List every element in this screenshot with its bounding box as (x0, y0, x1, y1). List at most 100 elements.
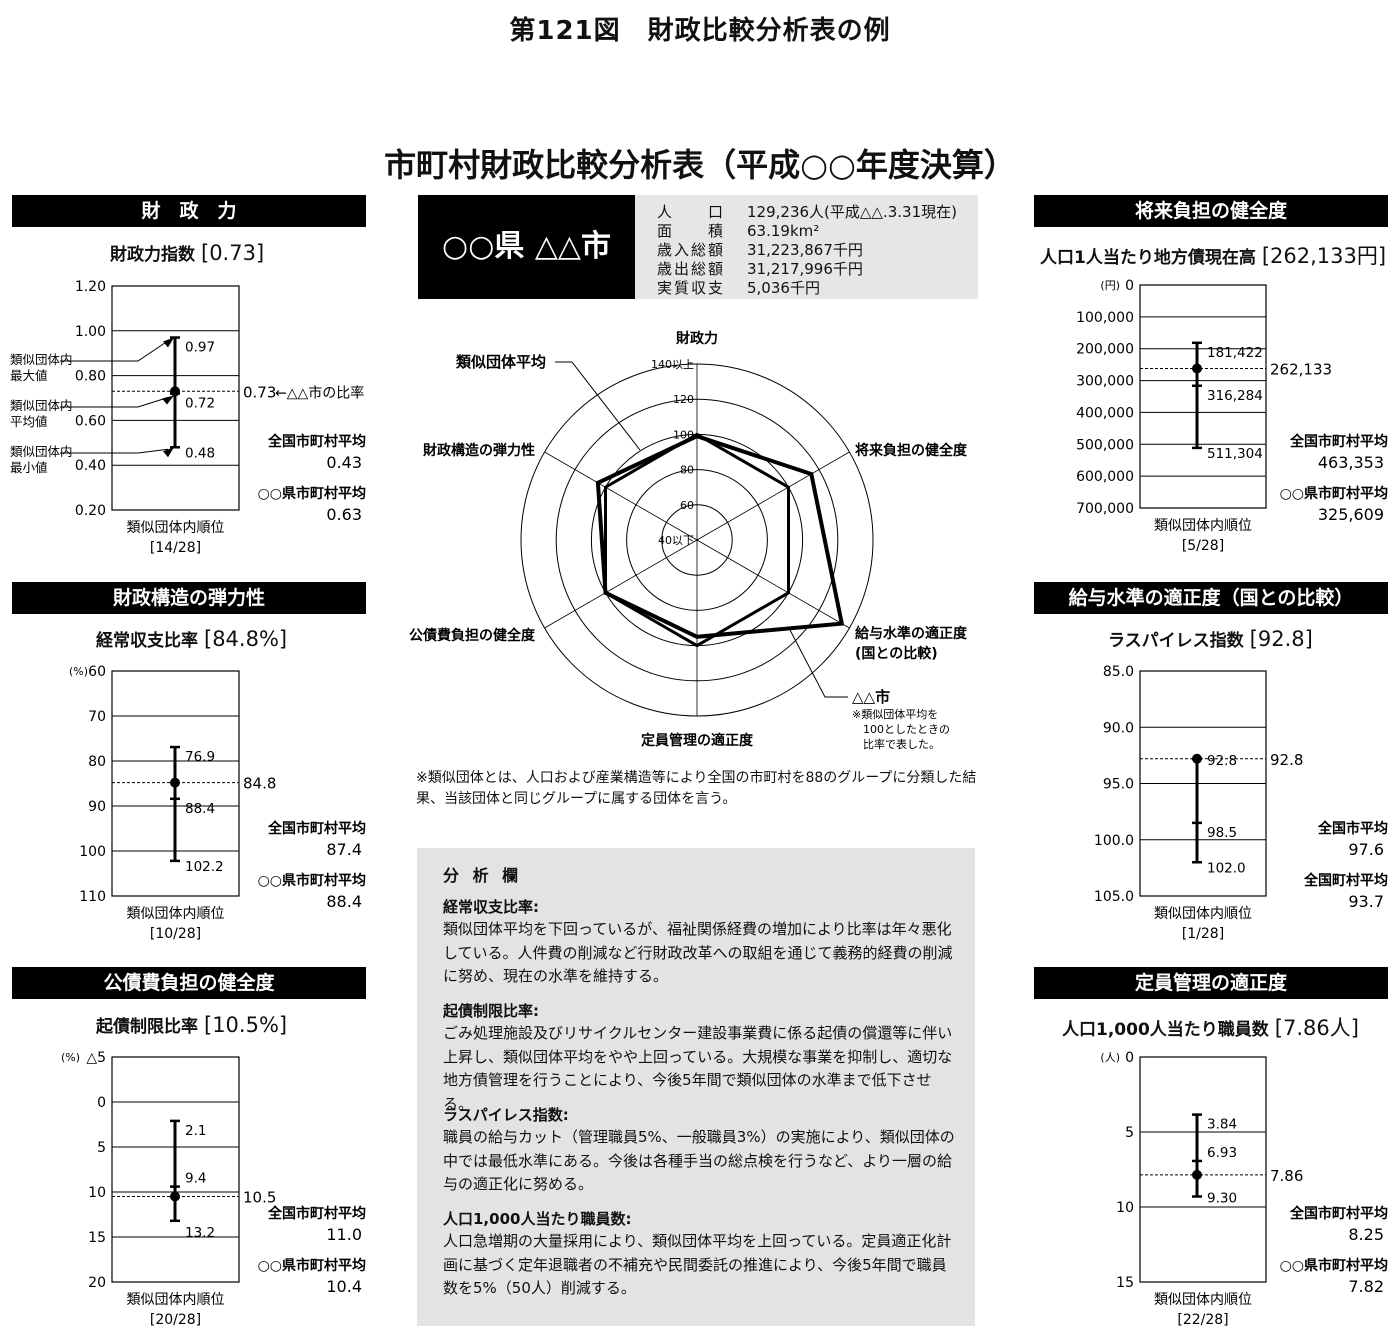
tick-label: △5 (86, 1050, 106, 1066)
pref-avg-value: 0.63 (326, 505, 362, 524)
tick-label: 100,000 (1076, 310, 1134, 326)
national-avg-label: 全国市町村平均 (267, 433, 366, 450)
unit-label: (人) (1100, 1051, 1120, 1064)
min-value-label: 511,304 (1207, 446, 1263, 462)
plot-frame (1139, 284, 1267, 509)
tick-label: 90 (88, 799, 106, 815)
tick-label: 20 (88, 1275, 106, 1291)
rank-value: [10/28] (150, 926, 201, 942)
tick-label: 1.00 (75, 324, 106, 340)
national-avg-label: 全国市町村平均 (1289, 1205, 1388, 1222)
rank-value: [1/28] (1182, 926, 1224, 942)
radar-axis-label: 財政構造の弾力性 (422, 442, 535, 459)
tick-label: 0.60 (75, 413, 106, 429)
tick-label: 0.80 (75, 369, 106, 385)
summary-label: 面 積 (657, 222, 726, 240)
tick-label: 0.20 (75, 503, 106, 519)
callout-max-label-line: 最大値 (10, 368, 48, 383)
pref-avg-label: ○○県市町村平均 (1280, 485, 1388, 502)
tick-label: 200,000 (1076, 342, 1134, 358)
tick-label: 100.0 (1094, 833, 1134, 849)
city-point (170, 386, 180, 397)
summary-label: 歳入総額 (657, 241, 726, 259)
rank-value: [14/28] (150, 540, 201, 556)
analysis-section-text: ごみ処理施設及びリサイクルセンター建設事業費に係る起債の償還等に伴い上昇し、類似… (443, 1024, 953, 1113)
avg-value-label: 0.72 (185, 396, 215, 412)
pref-avg-value: 93.7 (1348, 892, 1384, 911)
national-avg-value: 87.4 (326, 840, 362, 859)
tick-label: 15 (1116, 1275, 1134, 1291)
rank-label: 類似団体内順位 (1154, 906, 1252, 922)
callout-min-label-line: 類似団体内 (10, 444, 73, 459)
city-value-label: 92.8 (1270, 751, 1303, 769)
radar-chart: 40以下6080100120140以上財政力将来負担の健全度給与水準の適正度(国… (409, 330, 968, 751)
summary-value: 31,217,996千円 (747, 260, 863, 278)
national-avg-value: 97.6 (1348, 840, 1384, 859)
callout-avg-label-line: 類似団体内 (10, 398, 73, 413)
indicator-title: 経常収支比率[84.8%] (96, 626, 287, 651)
city-point (170, 777, 180, 788)
radar-city-note-line: 比率で表した。 (852, 737, 940, 751)
radar-city-leader (789, 629, 848, 698)
summary-value: 31,223,867千円 (747, 241, 863, 259)
plot-frame (1139, 1056, 1267, 1283)
plot-frame (111, 285, 240, 511)
radar-ring-label: 40以下 (658, 534, 694, 547)
city-value-label: 262,133 (1270, 361, 1332, 379)
tick-label: 60 (88, 664, 106, 680)
rank-label: 類似団体内順位 (1154, 1292, 1252, 1308)
city-point (1192, 753, 1202, 764)
min-value-label: 9.30 (1207, 1191, 1237, 1207)
national-avg-label: 全国市町村平均 (267, 820, 366, 837)
summary-value: 5,036千円 (747, 279, 820, 297)
city-value-label: 10.5 (243, 1189, 276, 1207)
max-value-label: 92.8 (1207, 753, 1237, 769)
pref-avg-value: 325,609 (1318, 505, 1384, 524)
indicator-name: 人口1人当たり地方債現在高 (1040, 248, 1256, 268)
analysis-section-title: 起債制限比率: (443, 1002, 539, 1020)
min-value-label: 0.48 (185, 445, 215, 461)
pref-avg-label: ○○県市町村平均 (1280, 1257, 1388, 1274)
national-avg-value: 11.0 (326, 1225, 362, 1244)
indicator-title: ラスパイレス指数[92.8] (1108, 626, 1313, 651)
tick-label: 500,000 (1076, 437, 1134, 453)
tick-label: 110 (79, 889, 106, 905)
pref-avg-value: 88.4 (326, 892, 362, 911)
analysis-section-title: 人口1,000人当たり職員数: (443, 1210, 632, 1228)
range-chart-salary: 85.090.095.0100.0105.092.898.5102.092.8類… (1094, 664, 1388, 942)
min-value-label: 102.0 (1207, 860, 1246, 876)
radar-ring-label: 80 (680, 464, 694, 477)
max-value-label: 181,422 (1207, 345, 1263, 361)
summary-value: 63.19km² (747, 222, 820, 240)
pref-avg-label: ○○県市町村平均 (258, 872, 366, 889)
analysis-section-text: 職員の給与カット（管理職員5%、一般職員3%）の実施により、類似団体の中では最低… (443, 1128, 955, 1193)
radar-city-legend: △△市 (852, 688, 890, 706)
indicator-value: [262,133円] (1261, 244, 1387, 268)
radar-city-note: ※類似団体平均を 100としたときの 比率で表した。 (852, 707, 950, 751)
callout-avg-label: 類似団体内平均値 (10, 398, 73, 429)
tick-label: 10 (88, 1185, 106, 1201)
city-point (1192, 363, 1202, 374)
tick-label: 0 (1125, 1050, 1134, 1066)
tick-label: 700,000 (1076, 501, 1134, 517)
tick-label: 105.0 (1094, 889, 1134, 905)
tick-label: 0.40 (75, 458, 106, 474)
indicator-title: 財政力指数[0.73] (110, 240, 264, 265)
rank-value: [5/28] (1182, 538, 1224, 554)
callout-max-label: 類似団体内最大値 (10, 352, 73, 383)
tick-label: 10 (1116, 1200, 1134, 1216)
radar-spoke (696, 451, 850, 541)
unit-label: (円) (1100, 279, 1120, 292)
tick-label: 100 (79, 844, 106, 860)
range-chart-debt-service: △505101520(%)2.19.413.210.5類似団体内順位[20/28… (61, 1050, 366, 1328)
radar-axis-label: 定員管理の適正度 (641, 732, 754, 749)
range-chart-future-burden: 0100,000200,000300,000400,000500,000600,… (1076, 278, 1388, 554)
callout-arrow-head (162, 395, 174, 405)
range-chart-fiscal-power: 1.201.000.800.600.400.200.970.720.480.73… (10, 279, 366, 556)
analysis-section-text: 類似団体平均を下回っているが、福祉関係経費の増加により比率は年々悪化している。人… (443, 920, 953, 985)
avg-value-label: 316,284 (1207, 388, 1263, 404)
radar-axis-label: 財政力 (675, 330, 718, 347)
avg-value-label: 9.4 (185, 1171, 206, 1187)
national-avg-value: 463,353 (1318, 453, 1384, 472)
